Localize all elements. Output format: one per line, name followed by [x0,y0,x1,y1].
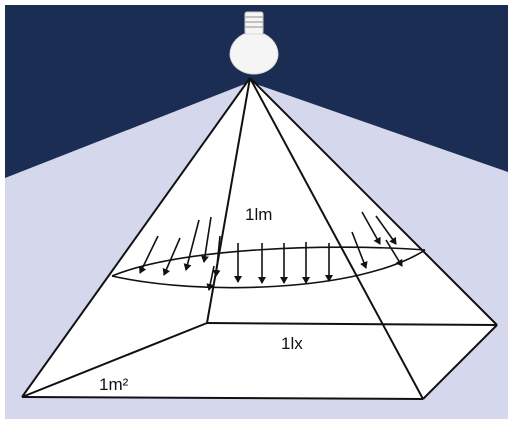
luminous-flux-label: 1lm [245,205,272,224]
pyramid-edges [21,77,498,400]
area-label: 1m² [99,375,129,394]
light-bulb-icon [229,11,279,75]
flux-arrows [139,211,403,291]
illuminance-label: 1lx [281,334,303,353]
pyramid-face [22,78,497,399]
